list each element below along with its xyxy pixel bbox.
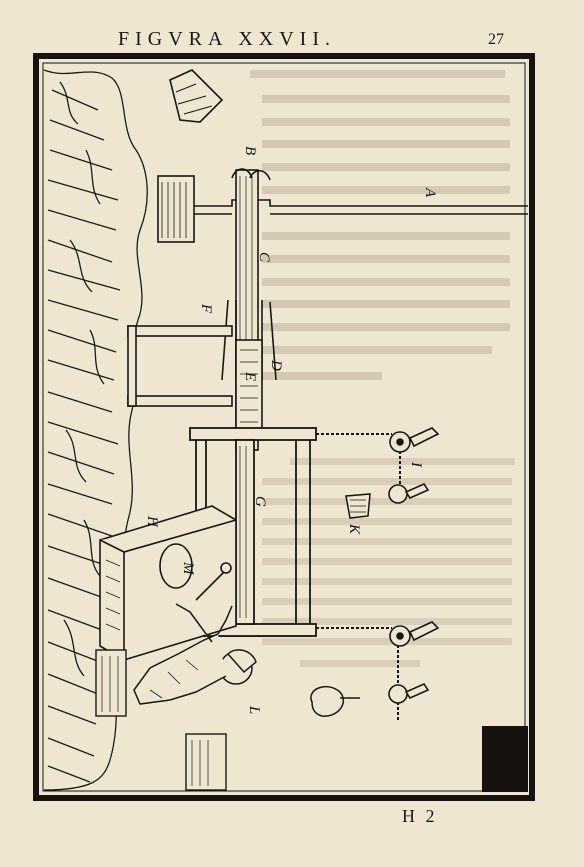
pulley-rope-lower — [316, 627, 399, 720]
label-k: K — [346, 523, 362, 535]
label-m: M — [180, 561, 196, 576]
ground-base — [95, 649, 227, 791]
label-i: I — [408, 461, 424, 468]
label-a: A — [422, 187, 438, 198]
pulley-lower — [388, 621, 440, 704]
carriage-frame — [189, 427, 317, 637]
cistern — [157, 175, 195, 243]
show-through-text — [250, 70, 515, 667]
measuring-bar — [235, 339, 263, 433]
page-number: 27 — [488, 31, 504, 48]
weight-bucket — [345, 493, 371, 519]
page-title: FIGVRA XXVII. — [118, 28, 336, 50]
label-g: G — [252, 496, 268, 507]
signature-mark: H 2 — [402, 806, 438, 826]
label-e: E — [242, 371, 258, 381]
hanging-weight — [310, 685, 360, 717]
seated-man — [133, 603, 257, 705]
stone-block — [99, 505, 237, 661]
label-f: F — [198, 303, 214, 314]
label-d: D — [268, 359, 284, 371]
plate-border — [33, 53, 535, 801]
house — [169, 69, 224, 123]
label-l: L — [246, 705, 262, 714]
label-h: H — [144, 515, 160, 528]
support-beams — [127, 325, 233, 407]
label-b: B — [242, 146, 258, 155]
crank-lever — [195, 562, 232, 601]
pulley-upper — [388, 427, 440, 504]
shaded-corner — [482, 726, 528, 792]
label-c: C — [256, 252, 272, 263]
